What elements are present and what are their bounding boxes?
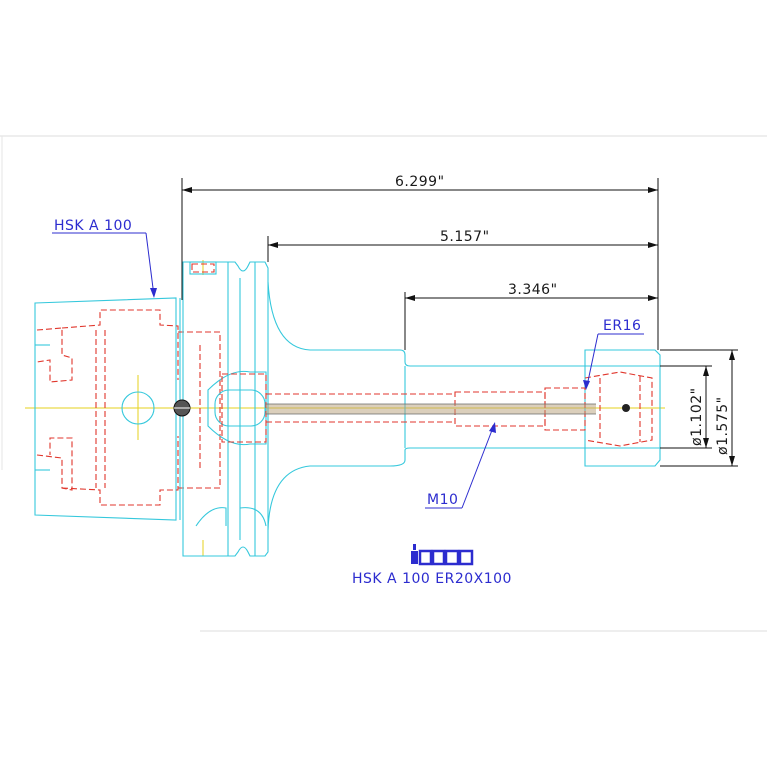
dim-middle-length: 5.157" — [440, 229, 490, 245]
flange-outline — [182, 261, 269, 557]
iscar-logo — [411, 544, 474, 566]
callout-hsk-shank: HSK A 100 — [54, 218, 132, 234]
dim-overall-length: 6.299" — [395, 174, 445, 190]
dimension-lines — [181, 178, 738, 467]
part-title: HSK A 100 ER20X100 — [352, 571, 512, 587]
bore-hidden-lines — [173, 371, 653, 447]
dim-diameter-outer: ø1.575" — [715, 396, 731, 455]
hsk-hidden-lines — [36, 309, 221, 506]
dim-diameter-inner: ø1.102" — [689, 387, 705, 446]
hsk-shank-outline — [34, 297, 181, 521]
callout-leaders — [52, 232, 644, 509]
dim-short-length: 3.346" — [508, 282, 558, 298]
body-outline — [267, 281, 661, 531]
sheet-border — [0, 135, 767, 632]
callout-m10-thread: M10 — [427, 492, 458, 508]
callout-er16-collet: ER16 — [603, 318, 641, 334]
